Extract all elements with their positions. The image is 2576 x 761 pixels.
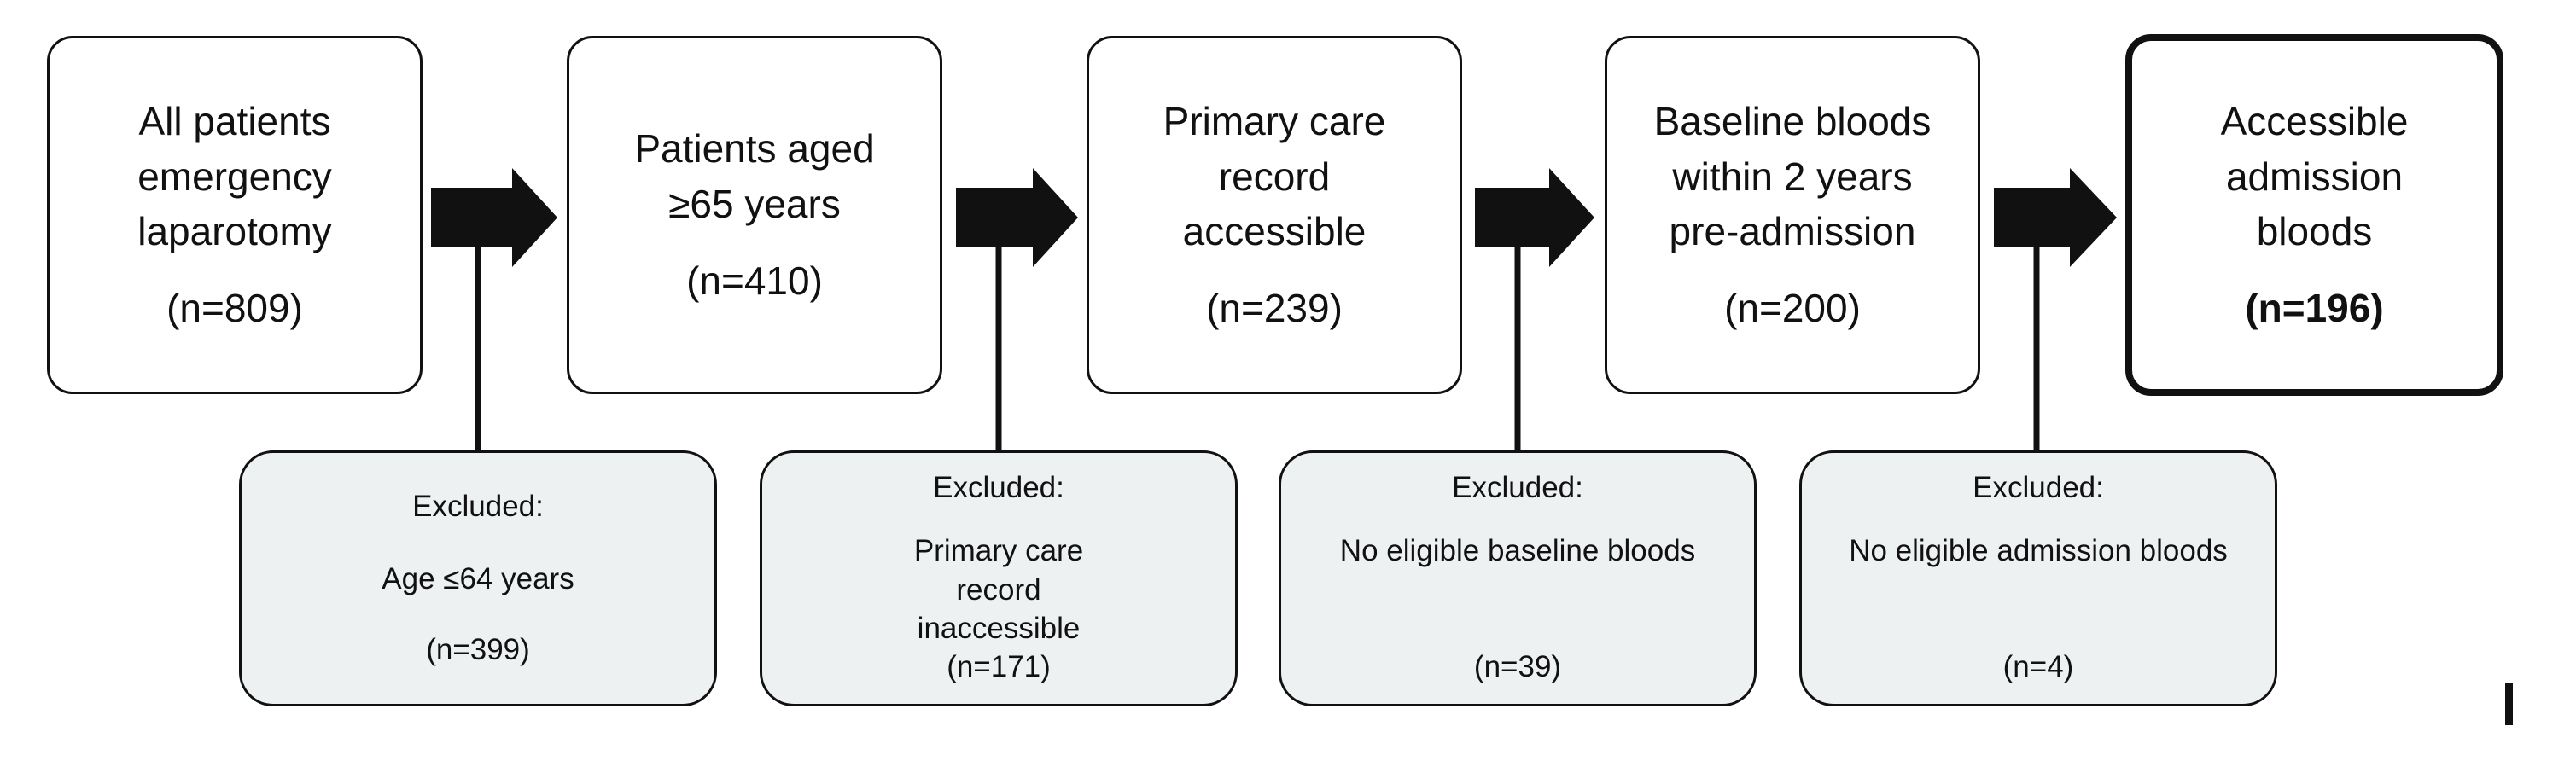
step-count: (n=410) <box>686 259 823 304</box>
text-cursor-mark <box>2505 683 2513 725</box>
exclusion-reason: Primary care record inaccessible <box>913 534 1084 645</box>
exclusion-box-4: Excluded: No eligible admission bloods (… <box>1799 450 2277 706</box>
step-label: Accessible admission bloods <box>2220 99 2409 253</box>
step-label: Primary care record accessible <box>1163 99 1386 253</box>
exclusion-count: (n=171) <box>947 650 1051 683</box>
exclusion-box-2: Excluded: Primary care record inaccessib… <box>760 450 1238 706</box>
step-label: Baseline bloods within 2 years pre-admis… <box>1653 99 1932 253</box>
exclusion-count: (n=39) <box>1473 650 1562 683</box>
step-count: (n=200) <box>1724 286 1861 331</box>
step-box-3: Primary care record accessible (n=239) <box>1087 36 1462 394</box>
exclusion-box-3: Excluded: No eligible baseline bloods (n… <box>1279 450 1757 706</box>
step-box-1: All patients emergency laparotomy (n=809… <box>47 36 423 394</box>
step-box-final: Accessible admission bloods (n=196) <box>2125 34 2503 396</box>
exclusion-heading: Excluded: <box>1973 471 2104 504</box>
exclusion-reason: No eligible admission bloods <box>1849 534 2228 567</box>
step-count: (n=239) <box>1206 286 1343 331</box>
exclusion-box-1: Excluded: Age ≤64 years (n=399) <box>239 450 717 706</box>
step-count: (n=809) <box>166 286 303 331</box>
step-box-2: Patients aged ≥65 years (n=410) <box>567 36 942 394</box>
step-label: All patients emergency laparotomy <box>137 99 332 253</box>
exclusion-heading: Excluded: <box>933 471 1064 504</box>
arrow-icon-1 <box>431 168 557 267</box>
exclusion-count: (n=399) <box>426 633 530 666</box>
step-label: Patients aged ≥65 years <box>634 126 875 226</box>
arrow-icon-3 <box>1475 168 1594 267</box>
exclusion-heading: Excluded: <box>1452 471 1583 504</box>
exclusion-reason: Age ≤64 years <box>382 562 574 595</box>
exclusion-heading: Excluded: <box>412 490 544 523</box>
arrow-icon-2 <box>956 168 1078 267</box>
step-count-final: (n=196) <box>2245 286 2384 331</box>
exclusion-count: (n=4) <box>2002 650 2074 683</box>
arrow-icon-4 <box>1994 168 2117 267</box>
exclusion-reason: No eligible baseline bloods <box>1339 534 1696 567</box>
step-box-4: Baseline bloods within 2 years pre-admis… <box>1605 36 1980 394</box>
